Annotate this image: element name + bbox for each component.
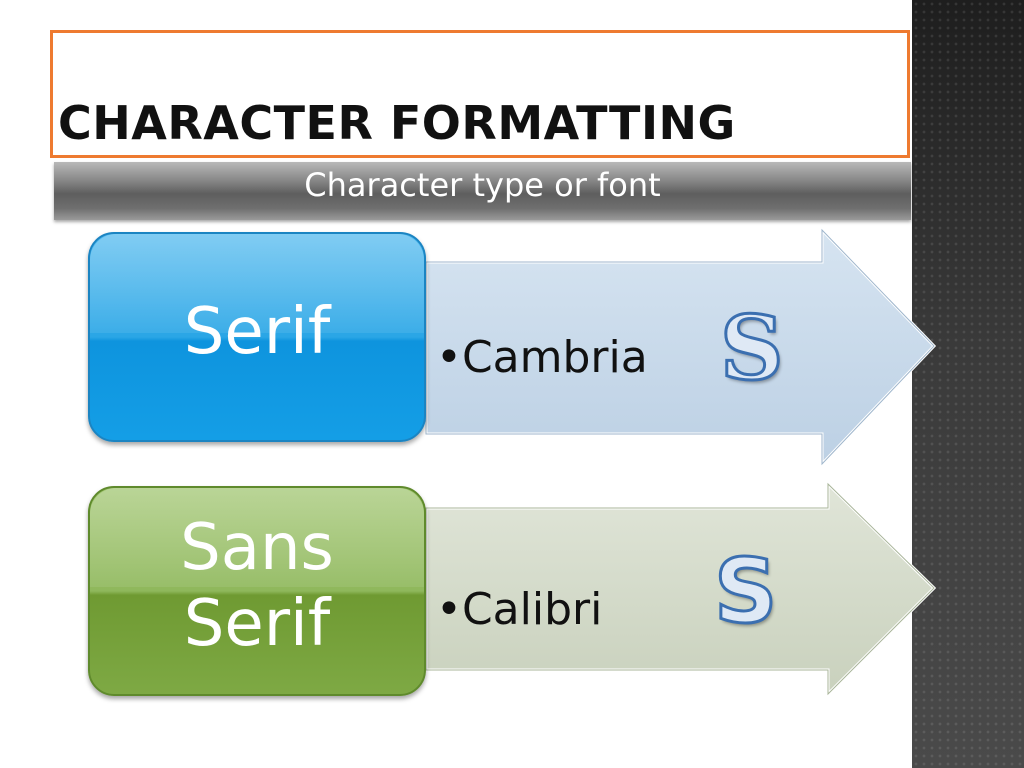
sans-serif-label-line-1: Sans bbox=[180, 511, 334, 585]
serif-label: Serif bbox=[90, 294, 424, 370]
title-placeholder-box bbox=[50, 30, 910, 158]
gloss-highlight bbox=[90, 488, 424, 587]
sans-serif-label: Sans Serif bbox=[90, 510, 424, 662]
sans-serif-label-line-2: Serif bbox=[183, 587, 331, 661]
serif-label-box: Serif bbox=[88, 232, 426, 442]
gloss-highlight bbox=[90, 234, 424, 333]
serif-sample-letter: S bbox=[719, 296, 786, 400]
subtitle-bar bbox=[54, 162, 911, 220]
sans-serif-label-box: Sans Serif bbox=[88, 486, 426, 696]
serif-arrow-shape bbox=[424, 228, 937, 468]
decorative-sidebar bbox=[912, 0, 1024, 768]
serif-label-line-1: Serif bbox=[183, 295, 331, 369]
sans-serif-arrow-shape bbox=[424, 482, 937, 698]
slide-subtitle: Character type or font bbox=[304, 166, 661, 204]
sans-serif-sample-letter: S bbox=[712, 540, 778, 643]
sans-serif-example-bullet: •Calibri bbox=[436, 584, 603, 635]
slide-title: CHARACTER FORMATTING bbox=[58, 96, 736, 150]
serif-example-bullet: •Cambria bbox=[436, 332, 648, 383]
